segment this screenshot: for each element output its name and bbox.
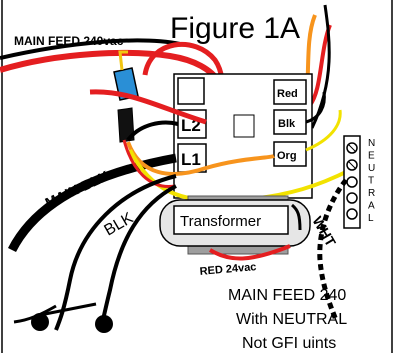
terminal-blk-label: Blk xyxy=(278,118,296,130)
neutral-letter: A xyxy=(368,201,375,212)
note-line-2: With NEUTRAL xyxy=(236,311,347,328)
neutral-screw-3 xyxy=(346,176,358,188)
terminal-red xyxy=(273,79,307,105)
red-top-wire xyxy=(308,24,332,107)
neutral-screw-1-slot xyxy=(347,143,357,153)
figure-title: Figure 1A xyxy=(170,12,300,45)
red-l2-wire xyxy=(89,89,207,125)
red-24vac-wire xyxy=(208,244,291,261)
relay-inner-box xyxy=(233,114,255,138)
neutral-screw-2-slot xyxy=(347,160,357,170)
terminal-top-left xyxy=(177,77,205,105)
neutral-screw-5 xyxy=(346,208,358,220)
black-connector xyxy=(117,107,135,143)
neutral-letter: L xyxy=(368,213,374,224)
wht-wire-label: WHT xyxy=(309,214,339,250)
black-l2-wire xyxy=(126,120,179,142)
red-board-wire xyxy=(122,139,176,188)
main-blk-label: MAIN BLK xyxy=(43,167,112,210)
note-line-3: Not GFI uints xyxy=(242,335,336,352)
terminal-org xyxy=(273,141,307,167)
neutral-screw-4 xyxy=(346,192,358,204)
neutral-letter: E xyxy=(368,151,375,162)
neutral-letter: U xyxy=(368,163,375,174)
neutral-vertical-label: NEUTRAL xyxy=(368,138,375,224)
yellow-wire-tail xyxy=(118,50,128,71)
red-24vac-label: RED 24vac xyxy=(199,261,257,278)
terminal-l1-label: L1 xyxy=(181,150,201,169)
switch-contact-right xyxy=(95,315,113,333)
main-feed-black-wire xyxy=(0,38,181,60)
neutral-letter: N xyxy=(368,138,375,149)
terminal-blk xyxy=(273,109,307,135)
yellow-right-wire xyxy=(305,109,342,152)
main-feed-top-label: MAIN FEED 240vac xyxy=(14,34,124,48)
orange-l1-wire xyxy=(126,141,275,176)
black-transformer-wire xyxy=(291,203,302,231)
blk-wire-2 xyxy=(100,184,177,325)
white-neutral-wire xyxy=(317,178,348,321)
black-right-wire xyxy=(305,91,326,124)
switch-contact-left xyxy=(31,313,49,331)
neutral-letter: T xyxy=(368,176,374,187)
note-line-1: MAIN FEED 240 xyxy=(228,287,346,304)
blk-wire-1 xyxy=(54,174,177,331)
switch-lever xyxy=(39,302,97,317)
transformer-label-box xyxy=(173,205,289,235)
neutral-letter: R xyxy=(368,188,375,199)
main-black-wire xyxy=(7,153,177,253)
terminal-org-label: Org xyxy=(277,150,297,162)
transformer-label: Transformer xyxy=(180,213,261,230)
terminal-red-label: Red xyxy=(277,88,298,100)
